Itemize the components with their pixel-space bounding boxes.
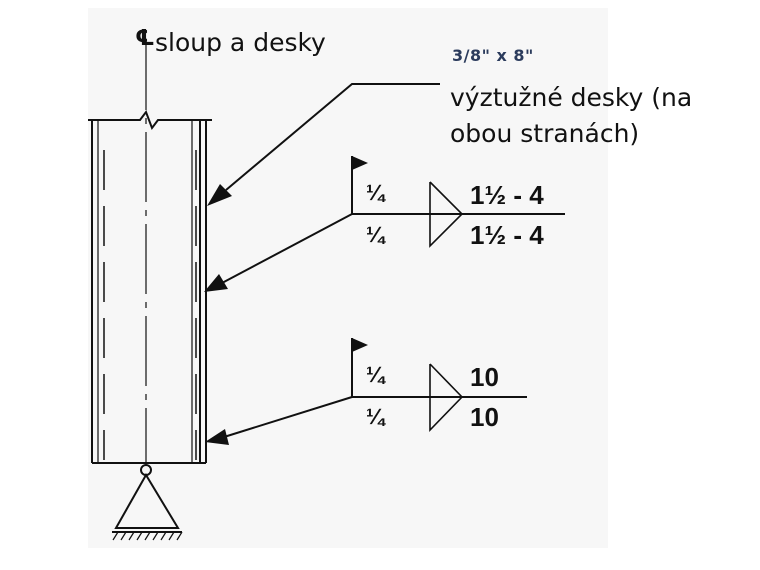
weld1-arrowhead: [204, 274, 228, 292]
column-break-line: [88, 109, 212, 131]
centerline-label: sloup a desky: [155, 28, 326, 57]
plate-description: výztužné desky (na obou stranách): [450, 80, 692, 152]
weld1-arrow-side-length: 1½ - 4: [470, 180, 544, 210]
weld1-field-flag: [352, 156, 368, 170]
weld1-fillet-symbol: [429, 181, 464, 248]
weld2-arrow-side-length: 10: [470, 362, 499, 392]
drawing-panel: [88, 8, 608, 548]
plate-description-line-1: výztužné desky (na: [450, 83, 693, 112]
plate-description-line-2: obou stranách): [450, 119, 640, 148]
weld1-other-side-size: ¼: [366, 222, 385, 247]
support-triangle: [114, 473, 180, 529]
weld2-arrowhead: [205, 429, 229, 445]
centerline-symbol: ℄: [135, 26, 155, 51]
weld2-arrow-side-size: ¼: [366, 362, 385, 387]
plate-leader-arrowhead: [207, 184, 232, 206]
weld1-other-side-length: 1½ - 4: [470, 220, 544, 250]
weld2-fillet-symbol: [429, 363, 464, 432]
weld2-leader-line: [223, 396, 353, 438]
weld1-leader-line: [221, 213, 353, 284]
plate-leader-line: [225, 83, 440, 191]
weld2-other-side-size: ¼: [366, 404, 385, 429]
weld2-other-side-length: 10: [470, 402, 499, 432]
weld1-arrow-side-size: ¼: [366, 180, 385, 205]
support-hatch: [112, 531, 183, 541]
weld2-field-flag: [352, 338, 368, 352]
plate-size-label: 3/8" x 8": [452, 46, 534, 65]
